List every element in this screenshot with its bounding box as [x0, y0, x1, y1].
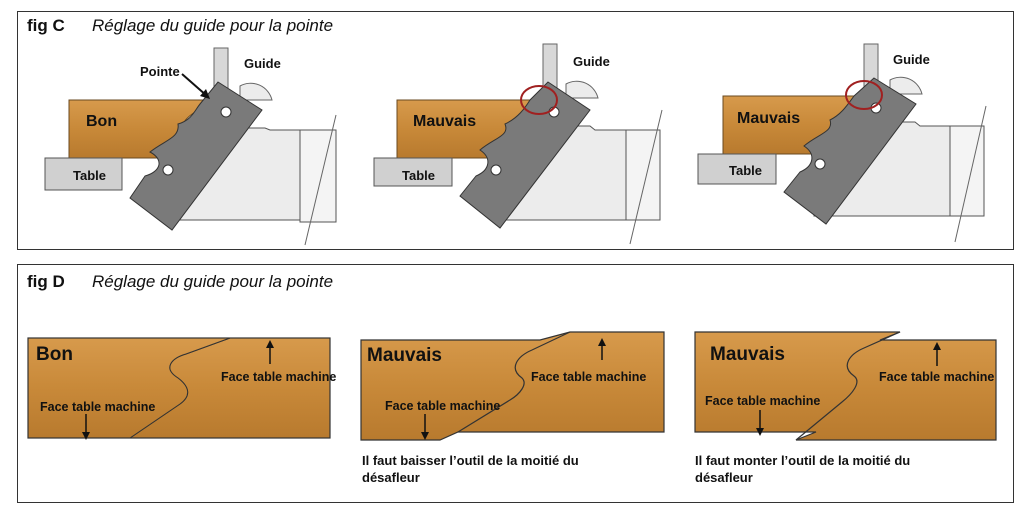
cutter-blade	[459, 81, 591, 229]
board-label: Mauvais	[413, 113, 476, 130]
arrowhead-up	[266, 340, 274, 348]
pointe-arrow	[181, 73, 208, 97]
arrowhead-up	[933, 342, 941, 350]
blade-hole-lower	[162, 164, 174, 176]
blade-hole-lower	[814, 158, 826, 170]
board-verdict: Bon	[36, 344, 73, 365]
machine-edge	[954, 105, 987, 243]
board-verdict: Mauvais	[710, 344, 785, 365]
table-block	[44, 157, 123, 191]
board-joint-line	[795, 331, 901, 441]
table-block	[697, 153, 777, 185]
board-label: Mauvais	[737, 110, 800, 127]
pointe-label: Pointe	[140, 64, 180, 79]
guide-label: Guide	[573, 54, 610, 69]
board-joint-line	[457, 331, 571, 433]
fig-c-diagram-2: Guide Mauvais Table	[373, 43, 663, 245]
table-label: Table	[729, 163, 762, 178]
fig-c-diagram-3: Guide Mauvais Table	[697, 43, 987, 243]
face-label-upper: Face table machine	[531, 370, 646, 384]
board-label: Bon	[86, 113, 117, 130]
face-label-upper: Face table machine	[879, 370, 994, 384]
machine-housing	[625, 129, 661, 221]
machine-housing	[299, 129, 337, 223]
fig-c-label: fig C	[27, 16, 65, 35]
guide-label: Guide	[244, 56, 281, 71]
board-verdict: Mauvais	[367, 345, 442, 366]
cutter-blade	[129, 81, 263, 231]
fig-c-title: Réglage du guide pour la pointe	[92, 16, 334, 35]
pointe-arrowhead	[200, 89, 210, 99]
face-label-upper: Face table machine	[221, 370, 336, 384]
blade-hole-lower	[490, 164, 502, 176]
table-label: Table	[73, 168, 106, 183]
arrowhead-down	[82, 432, 90, 440]
machine-edge	[629, 109, 663, 245]
guide-head	[239, 82, 273, 101]
machine-housing	[949, 125, 985, 217]
highlight-circle	[845, 80, 883, 110]
arrowhead-down	[421, 432, 429, 440]
fig-d-board-1: Bon Face table machine Face table machin…	[27, 337, 336, 440]
guide-label: Guide	[893, 52, 930, 67]
face-label-lower: Face table machine	[705, 394, 820, 408]
fig-d-note-2: Il faut baisser l’outil de la moitié du …	[362, 453, 579, 485]
table-block	[373, 157, 453, 187]
blade-hole-upper	[220, 106, 232, 118]
board-outline	[27, 337, 331, 439]
guide-head	[565, 80, 599, 99]
board-lower-part	[27, 337, 231, 439]
fig-d-board-3: Mauvais Face table machine Face table ma…	[694, 331, 997, 441]
highlight-circle	[520, 85, 558, 115]
arrowhead-down	[756, 428, 764, 436]
face-label-lower: Face table machine	[385, 399, 500, 413]
face-label-lower: Face table machine	[40, 400, 155, 414]
machine-edge	[304, 114, 337, 246]
cutter-blade	[783, 77, 917, 225]
fig-d-title: Réglage du guide pour la pointe	[92, 272, 334, 291]
fig-c-diagram-1: Pointe Guide Bon Table	[44, 47, 337, 246]
arrowhead-up	[598, 338, 606, 346]
table-label: Table	[402, 168, 435, 183]
fig-d-label: fig D	[27, 272, 65, 291]
fig-d-note-3: Il faut monter l’outil de la moitié du d…	[695, 453, 911, 485]
board-outline	[360, 331, 665, 441]
fig-d-board-2: Mauvais Face table machine Face table ma…	[360, 331, 665, 441]
guide-head	[889, 76, 923, 95]
